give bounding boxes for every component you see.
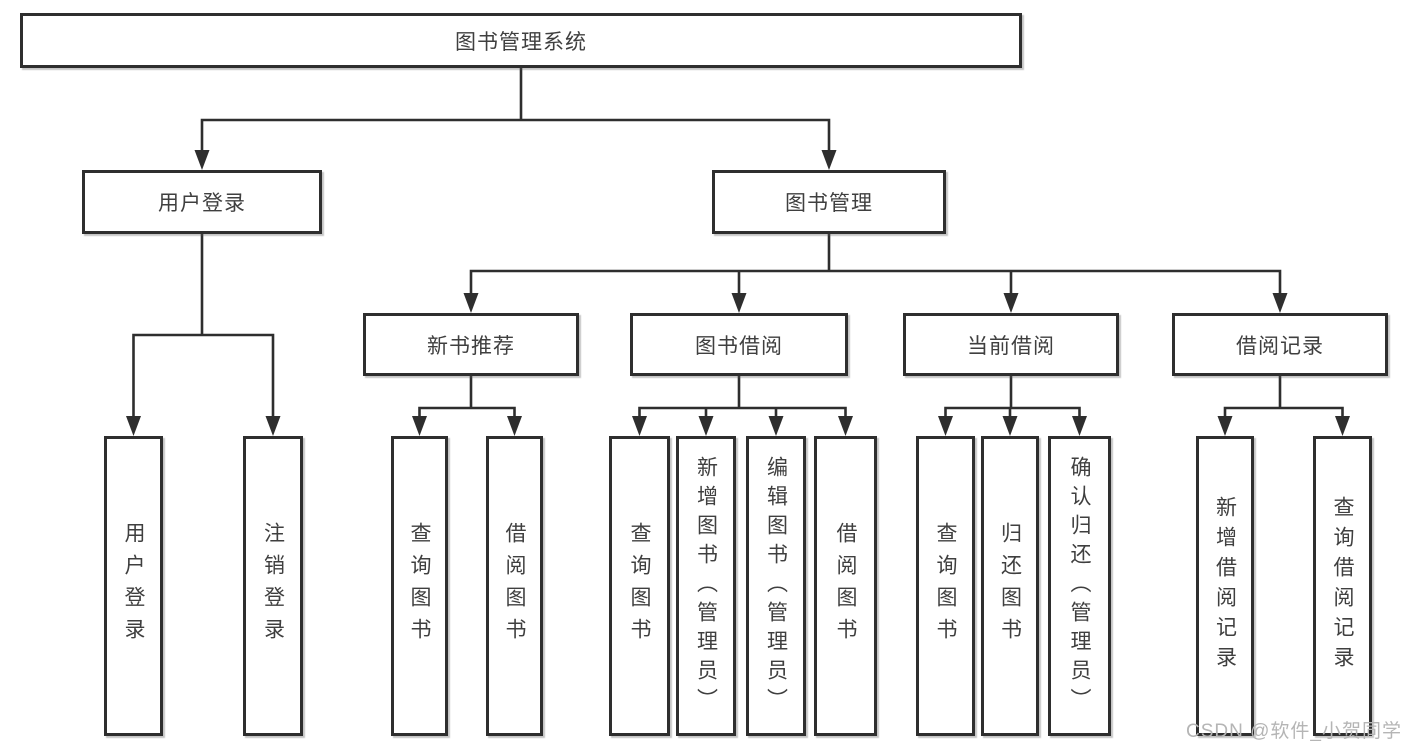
csdn-watermark: CSDN @软件_小贺同学 bbox=[1186, 721, 1402, 742]
node-user-login: 用户登录 bbox=[82, 170, 322, 234]
leaf-logout: 注销登录 bbox=[243, 436, 303, 736]
node-library-management-system: 图书管理系统 bbox=[20, 13, 1022, 68]
node-label: 查询图书 bbox=[408, 522, 431, 650]
node-label: 借阅记录 bbox=[1236, 334, 1324, 358]
node-book-borrowing: 图书借阅 bbox=[630, 313, 848, 376]
node-label: 查询图书 bbox=[934, 522, 957, 650]
node-label: 编辑图书（管理员） bbox=[764, 455, 788, 717]
node-label: 当前借阅 bbox=[967, 334, 1055, 358]
leaf-query-books-recommend: 查询图书 bbox=[391, 436, 448, 736]
leaf-add-borrow-record: 新增借阅记录 bbox=[1196, 436, 1254, 736]
node-label: 新增借阅记录 bbox=[1213, 496, 1237, 676]
leaf-user-login: 用户登录 bbox=[104, 436, 163, 736]
leaf-borrow-books-recommend: 借阅图书 bbox=[486, 436, 543, 736]
leaf-edit-books-admin: 编辑图书（管理员） bbox=[746, 436, 806, 736]
node-label: 查询图书 bbox=[628, 522, 651, 650]
node-label: 注销登录 bbox=[261, 522, 285, 650]
node-label: 图书借阅 bbox=[695, 334, 783, 358]
node-label: 图书管理系统 bbox=[455, 30, 587, 54]
leaf-query-books-current: 查询图书 bbox=[916, 436, 975, 736]
node-label: 查询借阅记录 bbox=[1331, 496, 1354, 676]
node-label: 用户登录 bbox=[158, 192, 246, 215]
leaf-add-books-admin: 新增图书（管理员） bbox=[676, 436, 736, 736]
node-label: 借阅图书 bbox=[503, 522, 526, 650]
node-new-book-recommendation: 新书推荐 bbox=[363, 313, 579, 376]
arrowheads bbox=[126, 150, 1350, 436]
tree-edges bbox=[132, 68, 1344, 420]
node-label: 新书推荐 bbox=[427, 334, 515, 358]
node-book-management: 图书管理 bbox=[712, 170, 946, 234]
node-label: 用户登录 bbox=[122, 522, 145, 650]
node-label: 确认归还（管理员） bbox=[1068, 455, 1091, 717]
node-current-borrowing: 当前借阅 bbox=[903, 313, 1119, 376]
node-label: 图书管理 bbox=[785, 192, 873, 215]
leaf-return-books: 归还图书 bbox=[981, 436, 1039, 736]
node-borrowing-records: 借阅记录 bbox=[1172, 313, 1388, 376]
leaf-confirm-return-admin: 确认归还（管理员） bbox=[1048, 436, 1111, 736]
node-label: 新增图书（管理员） bbox=[694, 455, 718, 717]
node-label: 借阅图书 bbox=[834, 522, 857, 650]
leaf-query-borrow-record: 查询借阅记录 bbox=[1313, 436, 1372, 736]
leaf-query-books-borrowing: 查询图书 bbox=[609, 436, 670, 736]
leaf-borrow-books-borrowing: 借阅图书 bbox=[814, 436, 877, 736]
node-label: 归还图书 bbox=[998, 522, 1022, 650]
